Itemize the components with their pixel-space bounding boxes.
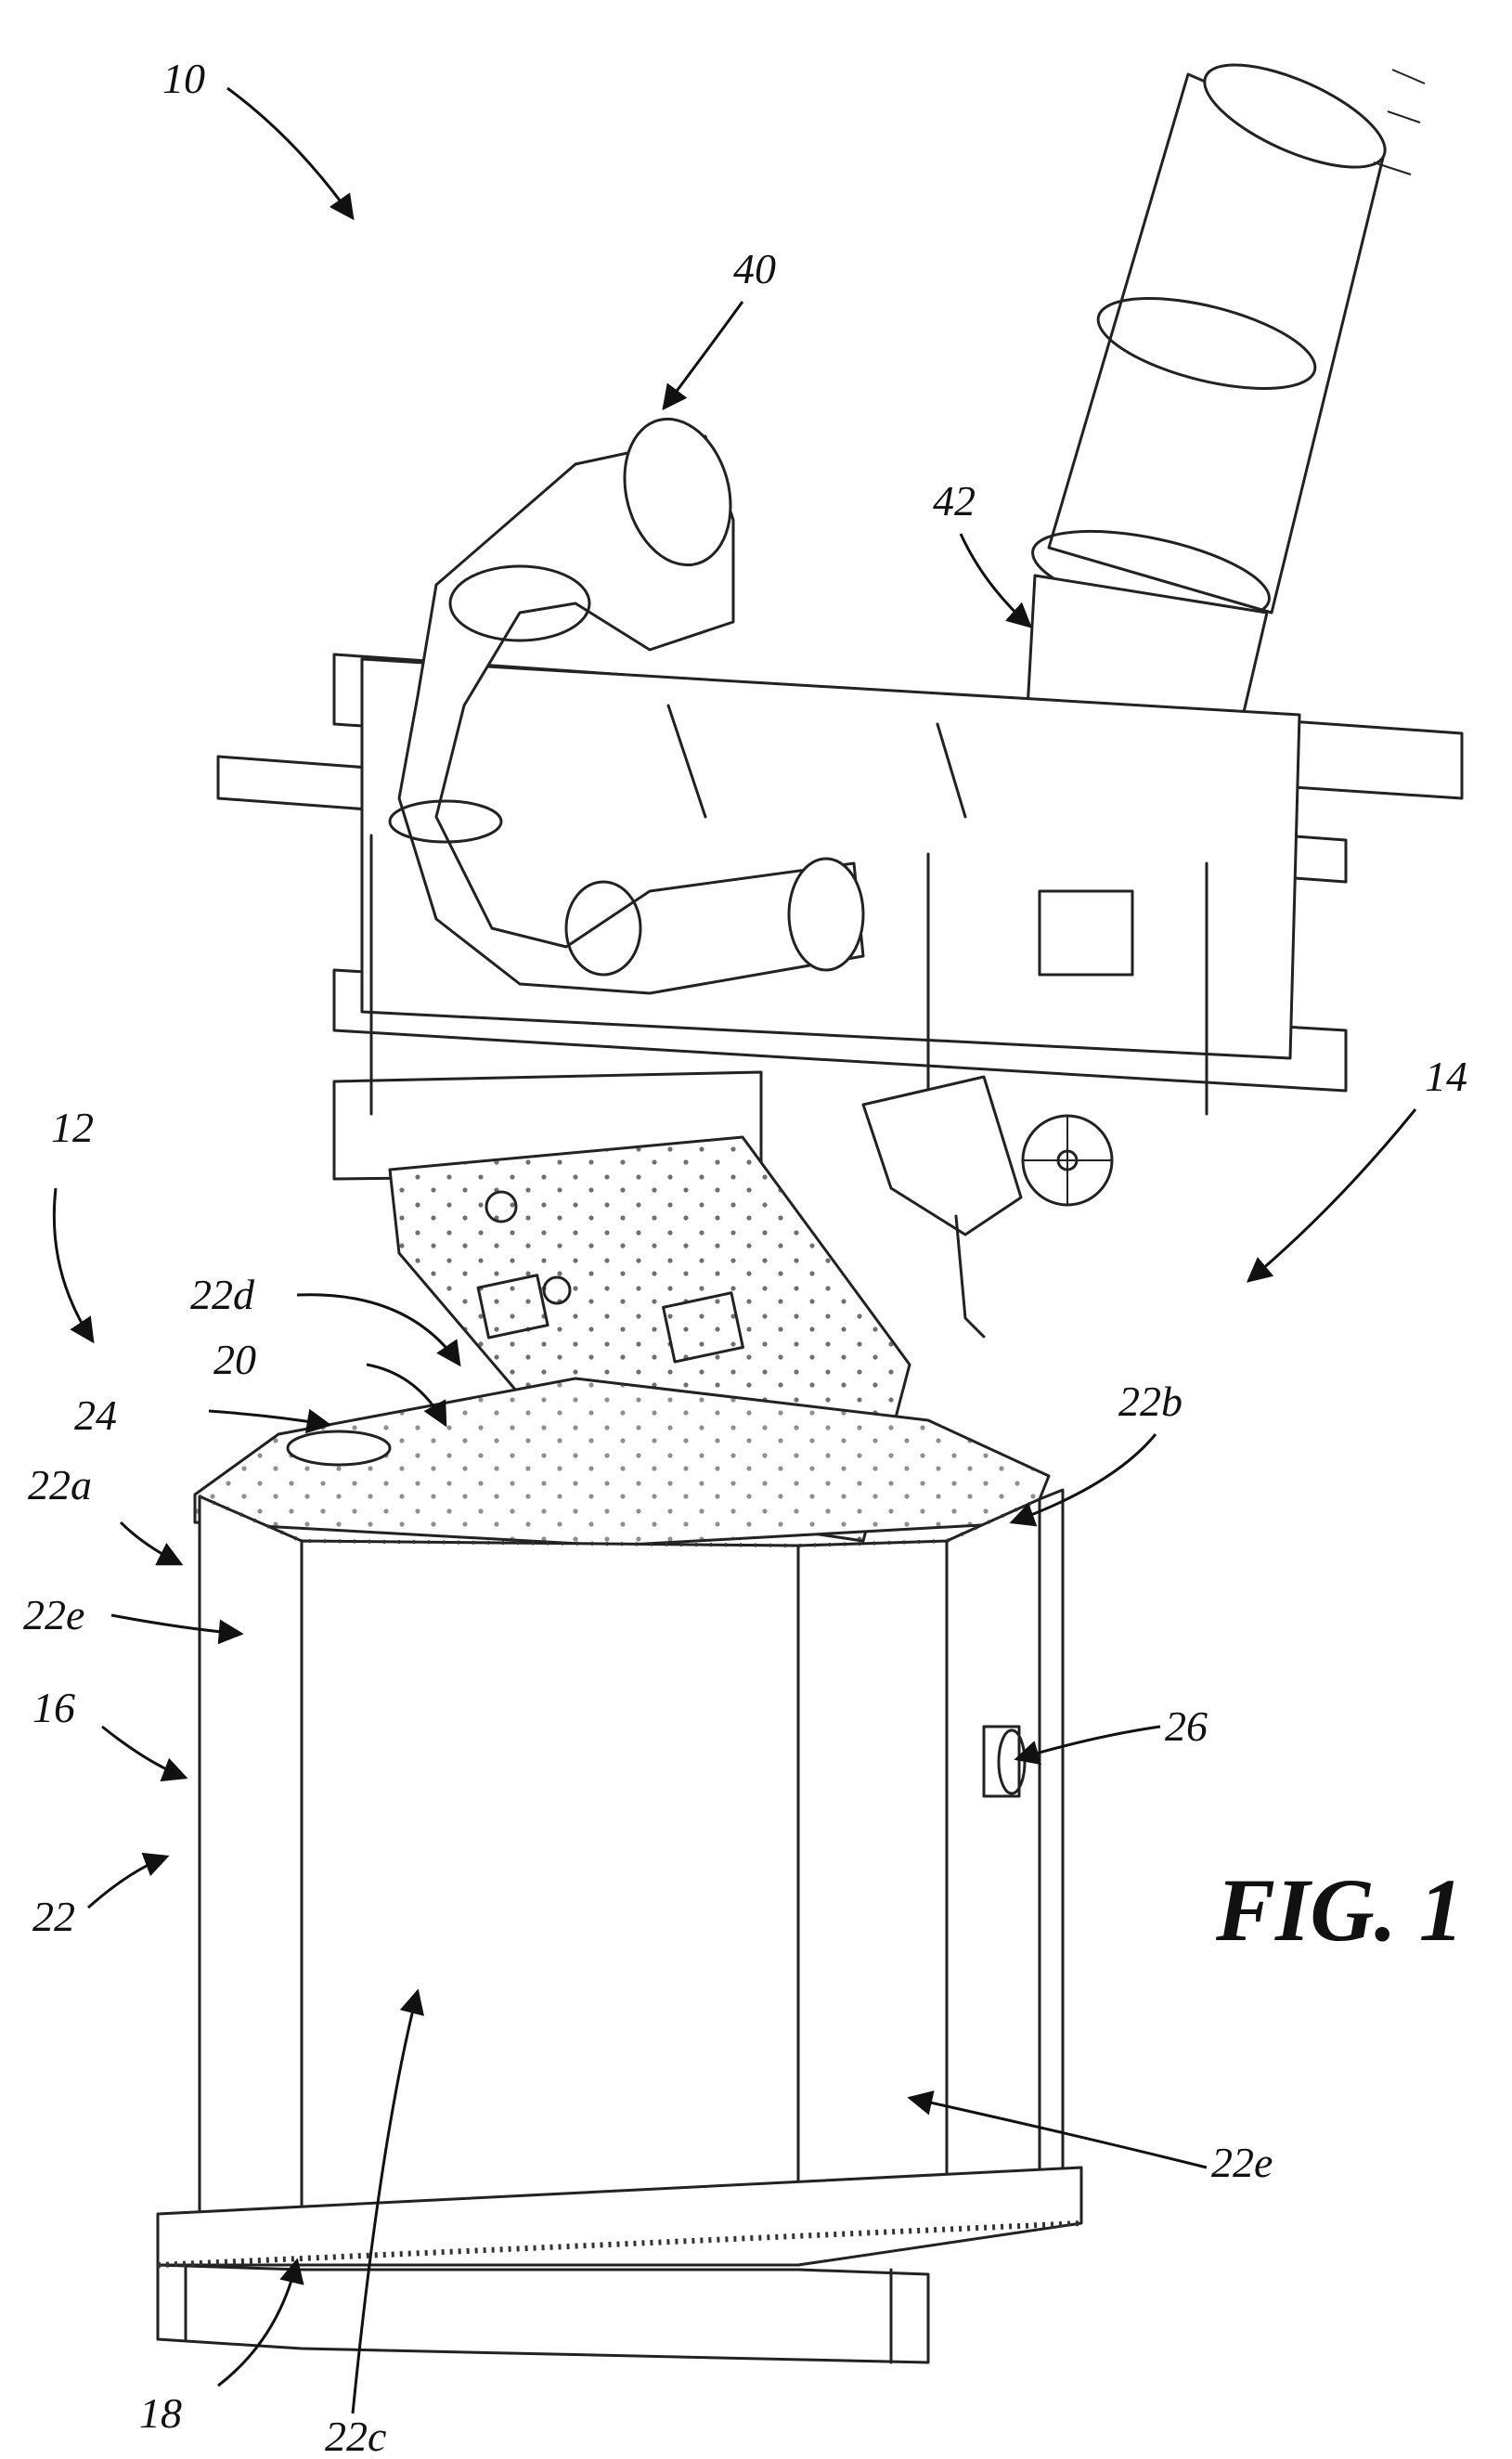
label-40: 40	[733, 245, 776, 292]
hopper-housing	[158, 1378, 1081, 2362]
label-22c: 22c	[325, 2413, 386, 2459]
label-18: 18	[139, 2389, 182, 2437]
label-22b: 22b	[1118, 1378, 1182, 1425]
label-16: 16	[32, 1684, 75, 1731]
label-22a: 22a	[28, 1461, 92, 1508]
label-42: 42	[933, 477, 976, 524]
label-26: 26	[1165, 1702, 1208, 1750]
valve-assembly	[863, 1077, 1112, 1337]
label-20: 20	[213, 1336, 256, 1383]
label-22e-right: 22e	[1211, 2139, 1273, 2186]
label-22d: 22d	[190, 1271, 255, 1318]
figure-title: FIG. 1	[1215, 1860, 1464, 1960]
label-22e-left: 22e	[23, 1591, 84, 1638]
label-12: 12	[51, 1104, 94, 1151]
label-22: 22	[32, 1893, 75, 1940]
label-10: 10	[162, 55, 205, 102]
label-24: 24	[74, 1391, 117, 1439]
label-14: 14	[1425, 1053, 1467, 1100]
outlet-pipe	[1026, 45, 1425, 780]
